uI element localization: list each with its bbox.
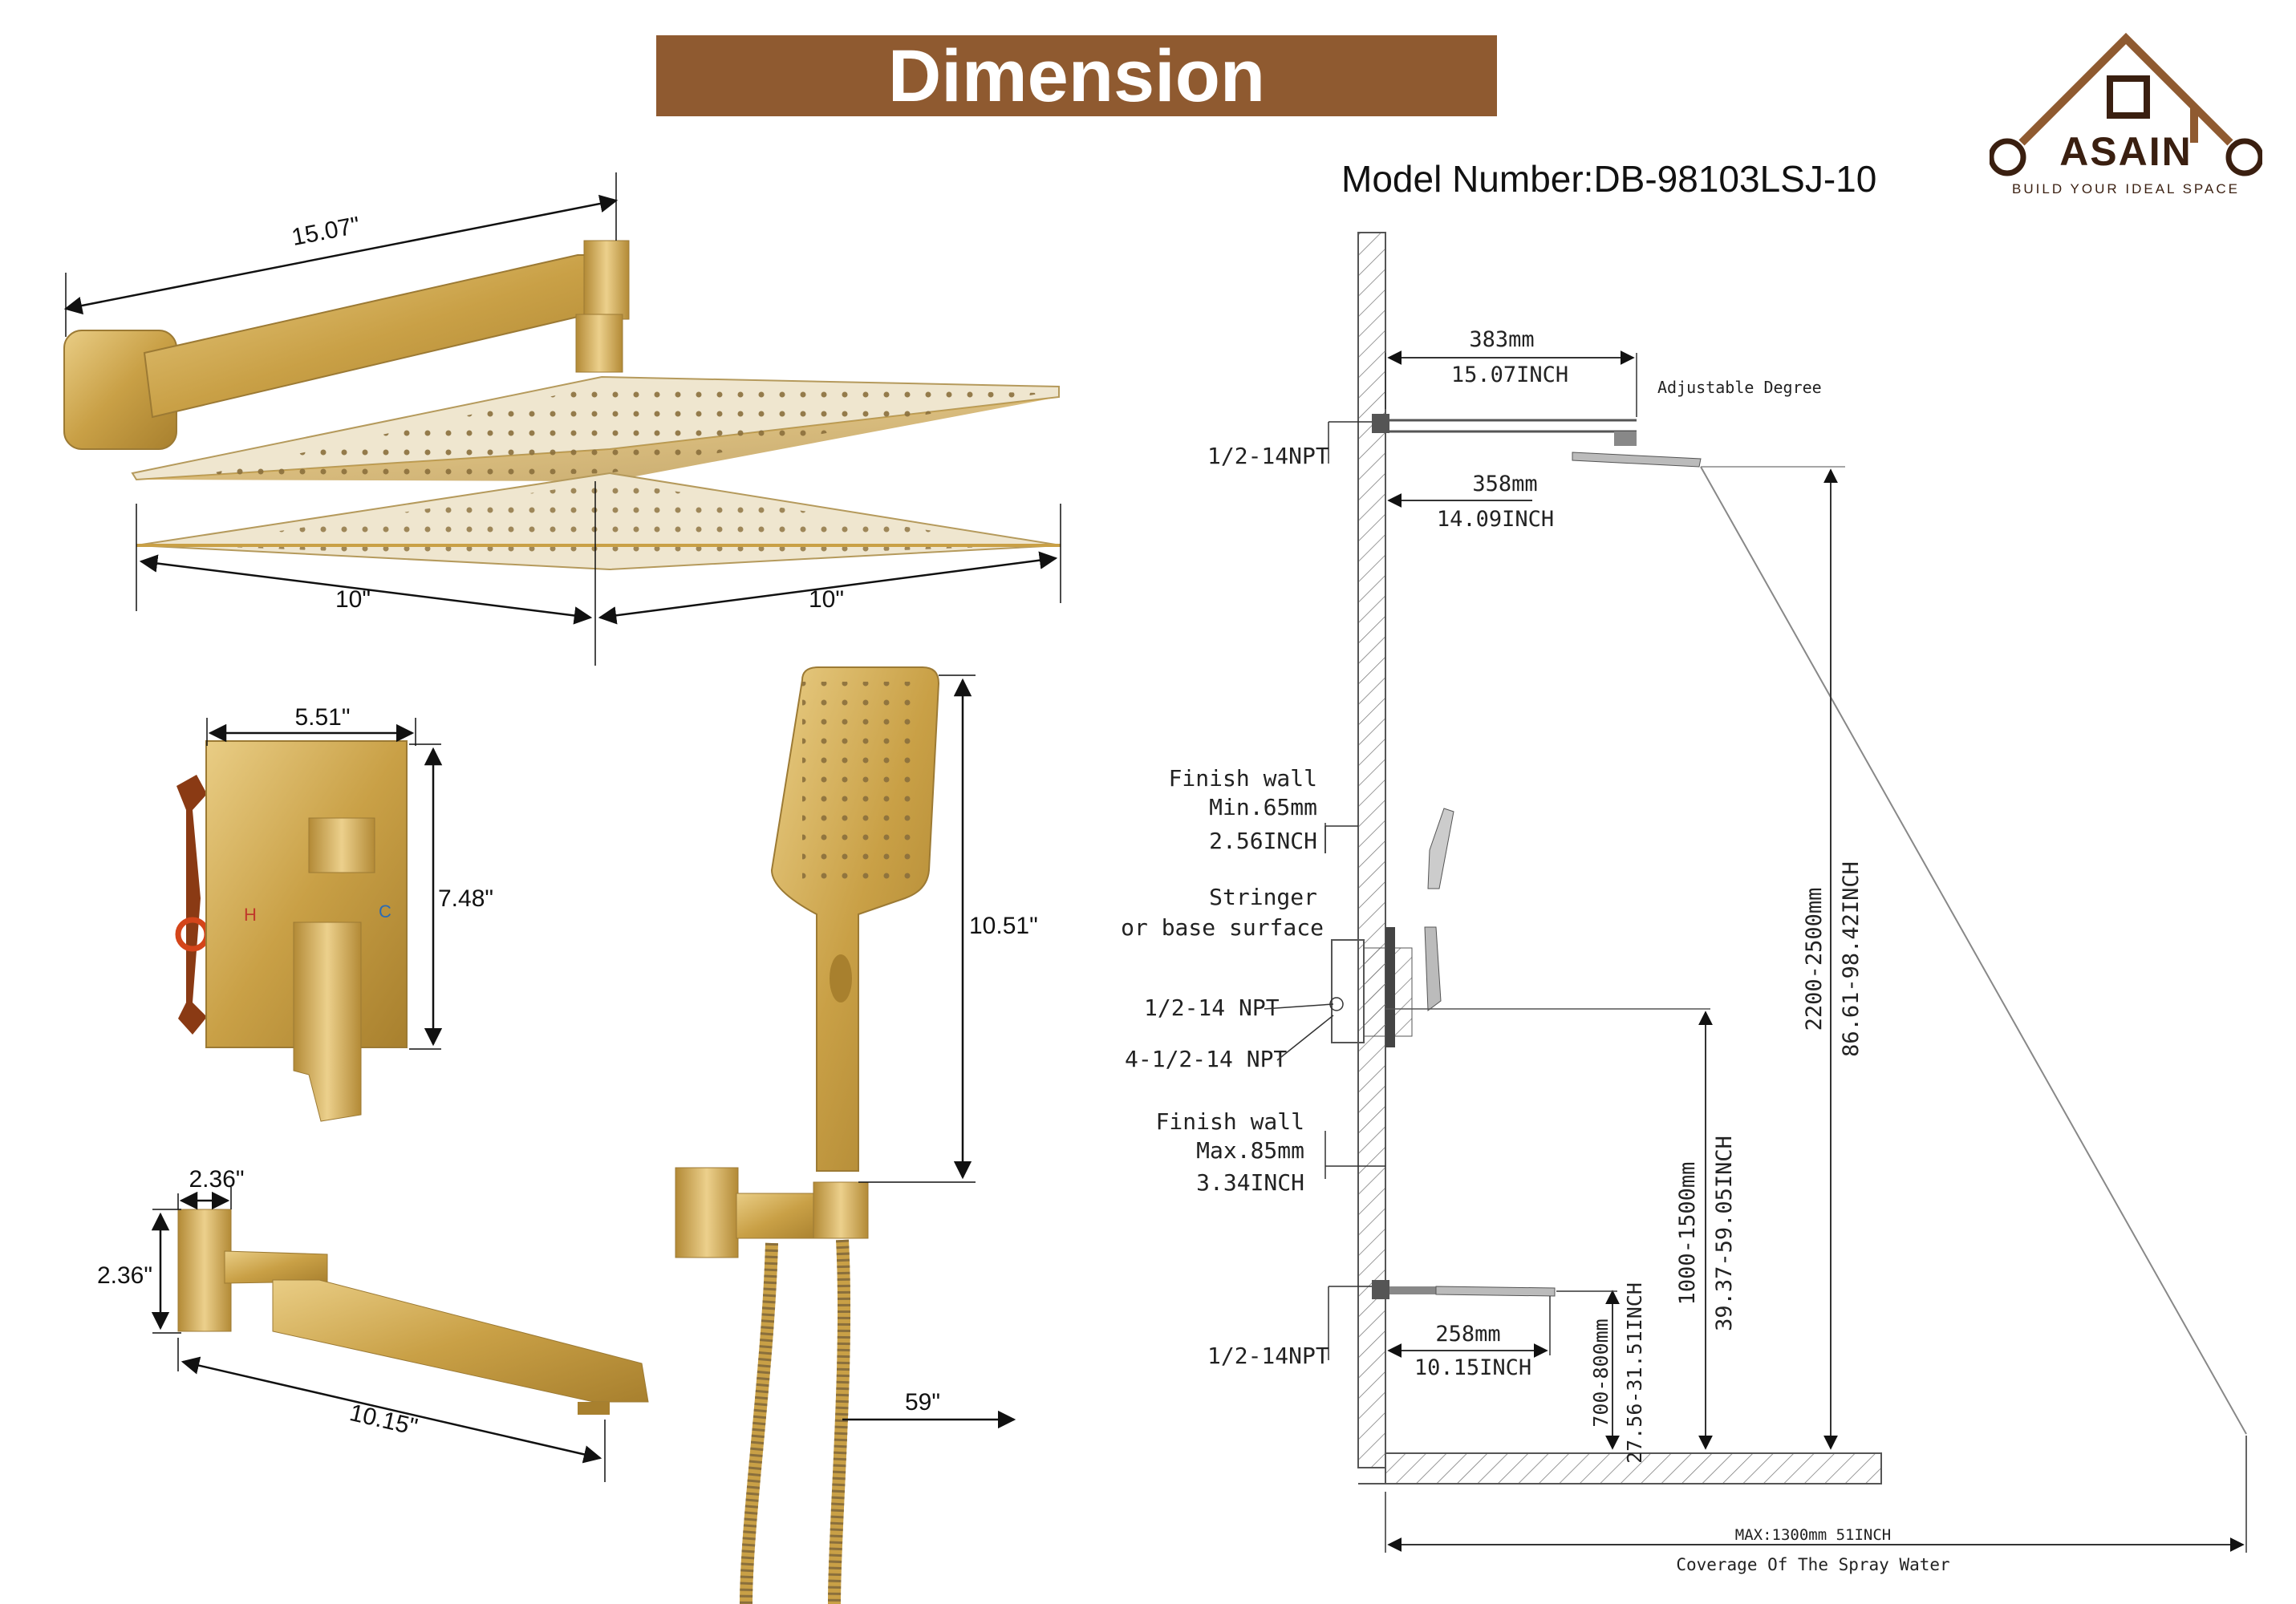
four-npt-label: 4-1/2-14 NPT	[1125, 1046, 1287, 1072]
coverage-label: Coverage Of The Spray Water	[1676, 1555, 1949, 1574]
hose-length-label: 59"	[905, 1389, 940, 1416]
brand-name: ASAIN	[2059, 129, 2193, 174]
valve-width-label: 5.51"	[294, 704, 350, 731]
installation-diagram: 383mm 15.07INCH Adjustable Degree 1/2-14…	[1121, 232, 2247, 1574]
stringer-line2: or base surface	[1121, 914, 1324, 941]
adjustable-degree-label: Adjustable Degree	[1657, 378, 1822, 397]
head-inch-label: 14.09INCH	[1437, 507, 1554, 532]
valve-height-label: 7.48"	[438, 885, 493, 912]
valve-height-inch-label: 39.37-59.05INCH	[1712, 1136, 1737, 1331]
coverage-max-label: MAX:1300mm 51INCH	[1735, 1526, 1891, 1544]
arm-length-label: 15.07"	[290, 212, 362, 251]
spout-mm-label: 258mm	[1435, 1322, 1500, 1347]
handheld-height-label: 10.51"	[969, 913, 1038, 939]
stringer-line1: Stringer	[1209, 884, 1317, 910]
spout-inch-label: 10.15INCH	[1414, 1355, 1531, 1380]
spout-side-label: 2.36"	[97, 1262, 152, 1289]
valve-height-mm-label: 1000-1500mm	[1675, 1162, 1700, 1306]
model-number: Model Number:DB-98103LSJ-10	[1341, 158, 1877, 200]
finish-max-line2: Max.85mm	[1196, 1137, 1304, 1164]
spout-height-inch-label: 27.56-31.51INCH	[1623, 1282, 1646, 1464]
spout-length-label: 10.15"	[347, 1399, 420, 1440]
finish-max-line3: 3.34INCH	[1196, 1169, 1304, 1196]
arm-mm-label: 383mm	[1469, 327, 1534, 352]
total-height-inch-label: 86.61-98.42INCH	[1839, 861, 1864, 1057]
house-logo-icon	[1990, 32, 2262, 176]
handheld-shower	[675, 666, 940, 1604]
head-mm-label: 358mm	[1472, 472, 1537, 496]
page-title: Dimension	[887, 34, 1266, 117]
spout-top-label: 2.36"	[189, 1166, 244, 1193]
brand-tagline: BUILD YOUR IDEAL SPACE	[2012, 181, 2240, 196]
mixing-valve: H C	[175, 740, 408, 1122]
arm-inch-label: 15.07INCH	[1451, 363, 1568, 387]
head-width-dimension: 10" 10"	[136, 481, 1061, 666]
top-npt-label: 1/2-14NPT	[1207, 443, 1329, 469]
finish-min-line1: Finish wall	[1169, 765, 1317, 792]
head-left-label: 10"	[335, 586, 371, 613]
hot-label: H	[244, 905, 257, 925]
finish-max-line1: Finish wall	[1156, 1108, 1304, 1135]
spout-height-mm-label: 700-800mm	[1589, 1318, 1612, 1427]
bottom-npt-label: 1/2-14NPT	[1207, 1343, 1329, 1369]
total-height-mm-label: 2200-2500mm	[1802, 888, 1827, 1031]
title-banner: Dimension	[656, 35, 1497, 116]
finish-min-line3: 2.56INCH	[1209, 828, 1317, 854]
handheld-dimensions: 10.51" 59"	[842, 674, 1038, 1429]
rain-shower-head	[63, 240, 1061, 571]
cold-label: C	[379, 901, 391, 921]
tub-spout	[177, 1209, 649, 1415]
finish-min-line2: Min.65mm	[1209, 794, 1317, 820]
valve-dimensions: 5.51" 7.48"	[206, 704, 493, 1050]
mid-npt-label: 1/2-14 NPT	[1144, 994, 1280, 1021]
head-right-label: 10"	[809, 586, 844, 613]
